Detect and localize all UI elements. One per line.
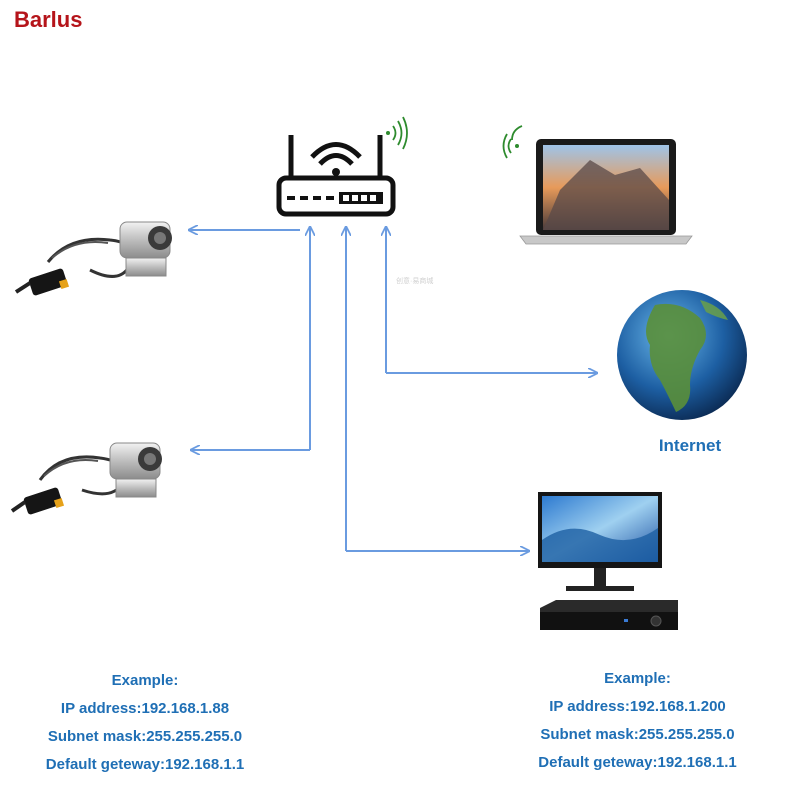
example-right-title: Example: <box>604 670 671 687</box>
example-right-subnet: Subnet mask:255.255.255.0 <box>540 726 735 743</box>
wifi-signal-icon <box>386 116 408 150</box>
connection-lines <box>190 228 596 551</box>
example-left: Example: IP address:192.168.1.88 Subnet … <box>20 667 270 779</box>
watermark-text: 创意·易商城 <box>396 278 434 285</box>
example-left-ip: IP address:192.168.1.88 <box>60 700 230 717</box>
camera-icon <box>14 221 172 296</box>
globe-icon <box>617 290 747 420</box>
laptop-wifi-icon <box>502 125 523 159</box>
router-icon <box>276 135 396 217</box>
example-left-title: Example: <box>111 672 179 689</box>
example-right-ip: IP address:192.168.1.200 <box>549 698 726 715</box>
example-right-gateway: Default geteway:192.168.1.1 <box>538 754 737 771</box>
example-right: Example: IP address:192.168.1.200 Subnet… <box>515 665 760 777</box>
monitor-icon <box>538 492 662 591</box>
brand-logo: Barlus <box>14 7 83 32</box>
example-left-gateway: Default geteway:192.168.1.1 <box>45 756 245 773</box>
laptop-icon <box>519 139 693 245</box>
camera-icon <box>10 442 162 515</box>
nvr-icon <box>540 600 678 630</box>
example-left-subnet: Subnet mask:255.255.255.0 <box>47 728 243 745</box>
internet-label: Internet <box>658 436 722 455</box>
